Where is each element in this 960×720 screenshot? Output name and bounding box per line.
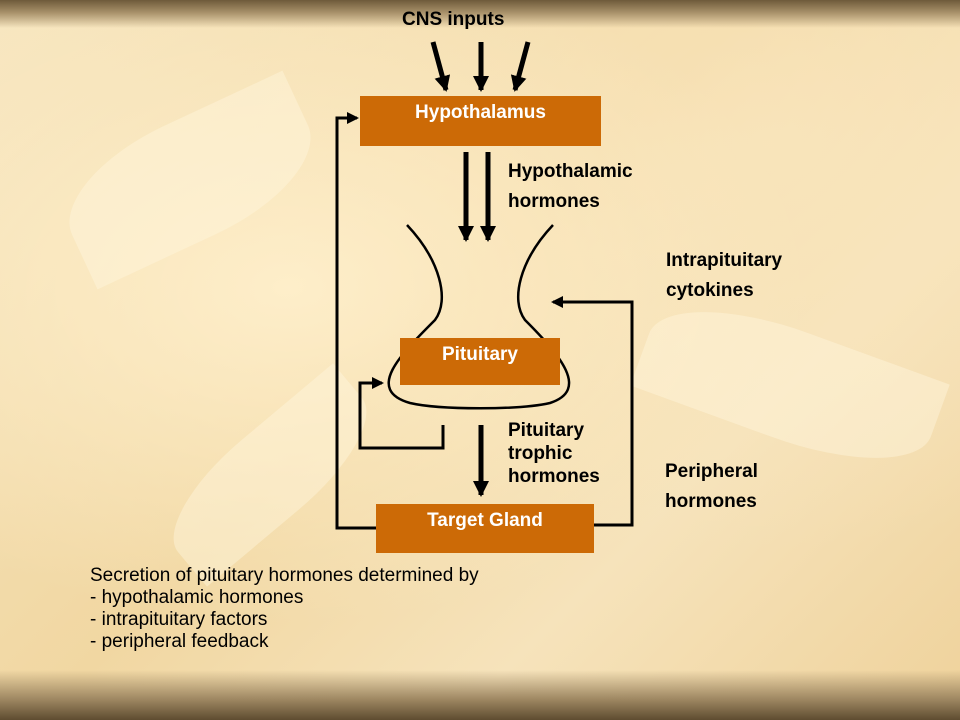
hypothalamic-hormones-line2: hormones [508, 191, 600, 212]
hypothalamus-feedback-loop [335, 112, 376, 530]
hypothalamus-box: Hypothalamus [360, 96, 601, 146]
caption-line: - hypothalamic hormones [90, 587, 304, 608]
pituitary-outline-left [387, 224, 571, 410]
caption-line: - intrapituitary factors [90, 609, 268, 630]
hypothalamus-label: Hypothalamus [415, 102, 546, 123]
pituitary-label: Pituitary [441, 344, 519, 365]
pituitary-trophic-hormones-line2: trophic [508, 443, 573, 464]
top-frame-shadow [0, 0, 960, 28]
cns-inputs-label: CNS inputs [402, 9, 505, 30]
pituitary-trophic-hormones-line1: Pituitary [508, 420, 585, 441]
peripheral-hormones-line1: Peripheral [665, 461, 758, 482]
bottom-frame-shadow [0, 670, 960, 720]
caption-text: Secretion of pituitary hormones determin… [90, 565, 479, 653]
pituitary-trophic-hormones-line3: hormones [508, 466, 600, 487]
target-gland-label: Target Gland [427, 510, 543, 531]
target-gland-box: Target Gland [376, 504, 594, 553]
caption-line: - peripheral feedback [90, 631, 269, 652]
intrapituitary-cytokines-line2: cytokines [666, 280, 754, 301]
cns-input-arrow-left [430, 41, 451, 92]
peripheral-hormones-line2: hormones [665, 491, 757, 512]
cns-input-arrow-right [510, 41, 531, 92]
intrapituitary-loop [358, 377, 445, 450]
pituitary-box: Pituitary [400, 338, 560, 385]
hypothalamic-hormones-line1: Hypothalamic [508, 161, 633, 182]
caption-line: Secretion of pituitary hormones determin… [90, 565, 479, 586]
peripheral-feedback-loop [551, 296, 634, 527]
intrapituitary-cytokines-line1: Intrapituitary [666, 250, 783, 271]
